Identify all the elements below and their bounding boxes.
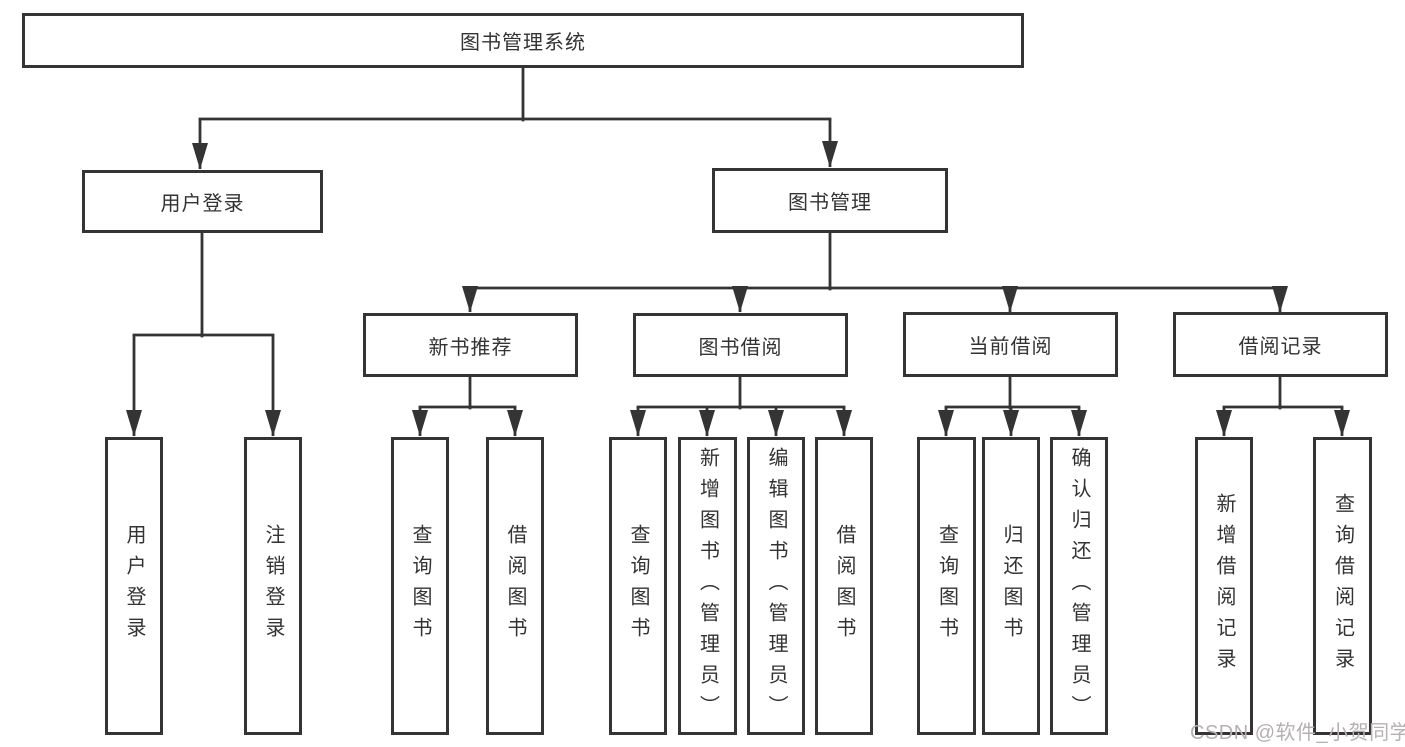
- node-label: 新增图书（管理员）: [696, 446, 719, 726]
- node-book-borrow: 图书借阅: [633, 313, 848, 377]
- leaf-add-borrow-record: 新增借阅记录: [1195, 437, 1253, 735]
- node-label: 归还图书: [1000, 524, 1022, 648]
- connector-borrow-records-children: [1222, 375, 1344, 410]
- connector-new-book-recommend-children: [418, 375, 517, 410]
- node-label: 借阅图书: [504, 524, 526, 648]
- node-label: 用户登录: [123, 524, 145, 648]
- leaf-query-borrow-record: 查询借阅记录: [1313, 437, 1372, 735]
- node-label: 查询图书: [935, 524, 958, 648]
- node-label: 注销登录: [262, 524, 284, 648]
- leaf-edit-book-admin: 编辑图书（管理员）: [747, 437, 805, 735]
- node-borrow-records: 借阅记录: [1173, 312, 1388, 377]
- leaf-return-book: 归还图书: [982, 437, 1040, 735]
- leaf-borrow-books: 借阅图书: [815, 437, 873, 735]
- node-label: 编辑图书（管理员）: [765, 446, 787, 726]
- node-label: 新书推荐: [428, 336, 513, 359]
- node-user-login: 用户登录: [82, 170, 323, 233]
- node-label: 确认归还（管理员）: [1068, 446, 1090, 726]
- leaf-logout: 注销登录: [244, 437, 302, 735]
- connector-current-borrow-children: [944, 375, 1081, 410]
- leaf-query-books-current: 查询图书: [917, 437, 976, 735]
- node-book-management: 图书管理: [712, 168, 948, 233]
- node-library-management-system: 图书管理系统: [22, 13, 1024, 68]
- csdn-watermark: CSDN @软件_小贺同学: [1190, 722, 1405, 744]
- connector-book-management-children: [468, 231, 1282, 291]
- connector-user-login-children: [132, 231, 275, 338]
- node-label: 新增借阅记录: [1213, 493, 1235, 679]
- node-label: 查询图书: [627, 524, 649, 648]
- node-label: 图书管理系统: [460, 32, 586, 54]
- leaf-query-books-borrow: 查询图书: [609, 437, 667, 735]
- node-current-borrow: 当前借阅: [903, 312, 1118, 377]
- node-label: 查询图书: [409, 524, 431, 648]
- leaf-borrow-books-recommend: 借阅图书: [486, 437, 544, 735]
- connector-book-borrow-children: [636, 375, 846, 410]
- node-label: 查询借阅记录: [1331, 493, 1354, 679]
- node-label: 借阅记录: [1238, 336, 1323, 358]
- leaf-user-login: 用户登录: [105, 437, 163, 735]
- node-new-book-recommend: 新书推荐: [363, 313, 578, 377]
- node-label: 用户登录: [160, 193, 245, 215]
- node-label: 图书借阅: [698, 336, 783, 359]
- leaf-query-books-recommend: 查询图书: [391, 437, 449, 735]
- leaf-confirm-return-admin: 确认归还（管理员）: [1050, 437, 1108, 735]
- leaf-add-book-admin: 新增图书（管理员）: [678, 437, 737, 735]
- node-label: 图书管理: [788, 192, 872, 214]
- node-label: 借阅图书: [833, 524, 855, 648]
- node-label: 当前借阅: [968, 336, 1053, 358]
- connector-root-to-level2: [198, 66, 832, 122]
